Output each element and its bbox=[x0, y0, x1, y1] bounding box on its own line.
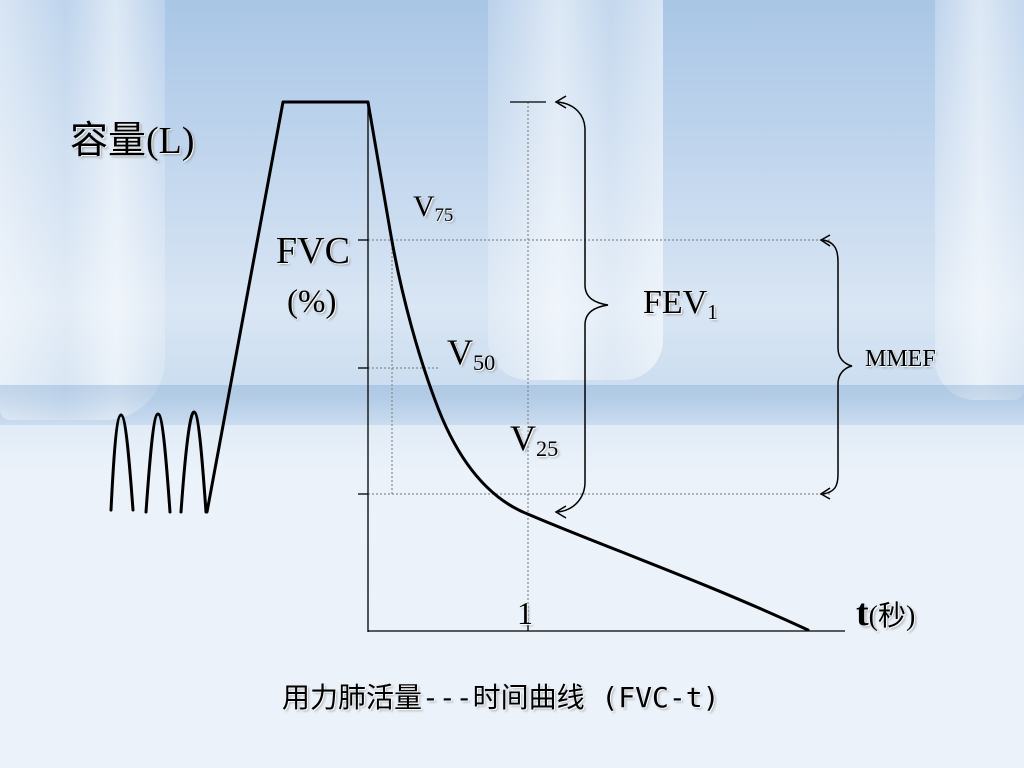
axes bbox=[358, 101, 845, 632]
mmef-label: MMEF bbox=[865, 346, 936, 372]
v25-base: V bbox=[510, 418, 536, 458]
fev1-bracket bbox=[554, 95, 609, 519]
mmef-brace bbox=[822, 239, 853, 495]
v75-label: V75 bbox=[413, 192, 453, 226]
spirometry-curve bbox=[109, 100, 810, 632]
v25-subscript: 25 bbox=[536, 436, 559, 462]
v50-base: V bbox=[447, 332, 473, 372]
fev1-label: FEV1 bbox=[643, 286, 718, 323]
v50-subscript: 50 bbox=[473, 350, 496, 376]
fev1-arrow-bottom bbox=[554, 505, 567, 519]
y-axis-title: 容量(L) bbox=[70, 120, 195, 162]
fev1-subscript: 1 bbox=[707, 299, 718, 324]
x-axis-title-main: t bbox=[856, 592, 869, 634]
v50-label: V50 bbox=[447, 334, 495, 375]
guide-lines bbox=[368, 102, 832, 630]
diagram-caption: 用力肺活量---时间曲线 (FVC-t) bbox=[282, 681, 720, 714]
fev1-base: FEV bbox=[643, 284, 708, 321]
mmef-arrow-top bbox=[819, 234, 831, 247]
v25-label: V25 bbox=[510, 420, 558, 461]
x-axis-title: t(秒) bbox=[856, 594, 915, 632]
v75-base: V bbox=[413, 190, 435, 223]
fev1-arrow-top bbox=[554, 95, 567, 109]
v75-subscript: 75 bbox=[434, 205, 454, 227]
x-axis-title-unit: (秒) bbox=[868, 601, 916, 632]
fev1-brace bbox=[557, 101, 609, 513]
x-tick-label: 1 bbox=[517, 595, 533, 631]
mmef-bracket bbox=[819, 234, 853, 500]
mmef-arrow-bottom bbox=[819, 487, 831, 500]
fvc-label: FVC bbox=[276, 230, 350, 272]
fvc-unit-label: (%) bbox=[287, 284, 337, 320]
